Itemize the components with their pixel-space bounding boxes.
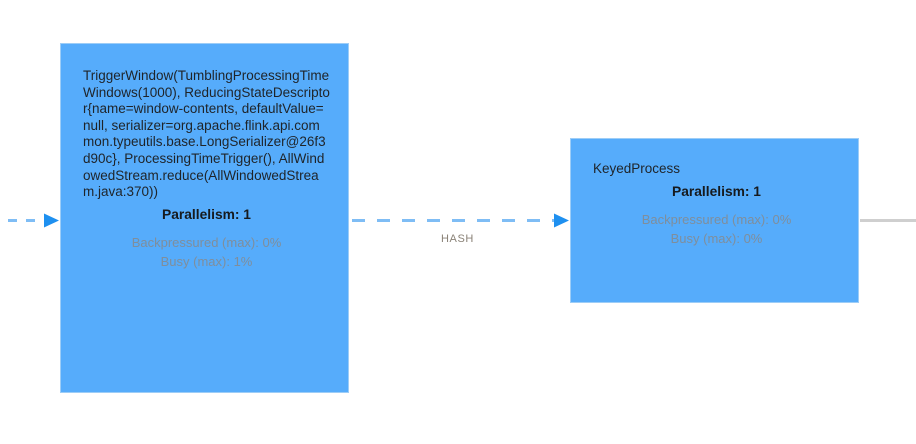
node-metric-backpressured: Backpressured (max): 0%: [641, 211, 792, 227]
node-metrics: Backpressured (max): 0% Busy (max): 1%: [83, 233, 330, 271]
edge-trigger-window-to-keyed-process[interactable]: [352, 213, 569, 228]
node-content: TriggerWindow(TumblingProcessingTimeWind…: [83, 68, 330, 271]
node-metric-backpressured: Backpressured (max): 0%: [131, 234, 282, 250]
node-metric-busy: Busy (max): 1%: [160, 253, 253, 269]
node-metrics: Backpressured (max): 0% Busy (max): 0%: [593, 210, 840, 248]
edge-hash-arrowhead: [554, 213, 569, 228]
edge-incoming-left: [8, 213, 59, 228]
node-title: KeyedProcess: [593, 161, 681, 176]
graph-node-keyed-process[interactable]: KeyedProcess Parallelism: 1 Backpressure…: [570, 138, 859, 303]
edge-incoming-left-arrowhead: [44, 213, 59, 228]
edge-label-hash: HASH: [441, 233, 474, 245]
node-content: KeyedProcess Parallelism: 1 Backpressure…: [593, 161, 840, 248]
node-parallelism: Parallelism: 1: [672, 183, 761, 199]
node-metric-busy: Busy (max): 0%: [670, 230, 763, 246]
graph-node-trigger-window[interactable]: TriggerWindow(TumblingProcessingTimeWind…: [60, 43, 349, 393]
node-parallelism: Parallelism: 1: [162, 206, 251, 222]
node-description: TriggerWindow(TumblingProcessingTimeWind…: [83, 68, 330, 200]
